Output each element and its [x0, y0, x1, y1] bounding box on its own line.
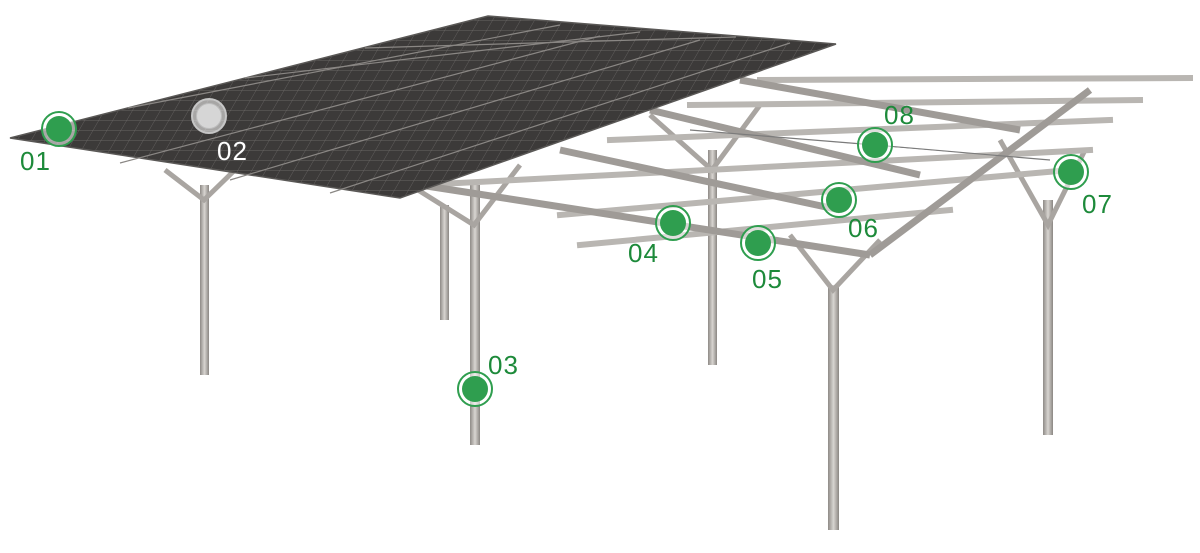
hotspot-label-06[interactable]: 06 [848, 213, 879, 243]
hotspot-06[interactable] [821, 182, 857, 218]
support-posts [200, 150, 1053, 530]
hotspot-03[interactable] [457, 371, 493, 407]
hotspot-label-04[interactable]: 04 [628, 238, 659, 268]
hotspot-label-08[interactable]: 08 [884, 100, 915, 130]
hotspot-04[interactable] [655, 205, 691, 241]
hotspot-label-05[interactable]: 05 [752, 264, 783, 294]
hotspot-label-01[interactable]: 01 [20, 146, 51, 176]
hotspot-07[interactable] [1053, 154, 1089, 190]
solar-panel-array [9, 15, 837, 199]
hotspot-05[interactable] [740, 225, 776, 261]
hotspot-label-03[interactable]: 03 [488, 350, 519, 380]
hotspot-08[interactable] [857, 127, 893, 163]
hotspot-label-02[interactable]: 02 [217, 136, 248, 166]
hotspot-02[interactable] [191, 98, 227, 134]
hotspot-label-07[interactable]: 07 [1082, 189, 1113, 219]
hotspot-01[interactable] [41, 111, 77, 147]
